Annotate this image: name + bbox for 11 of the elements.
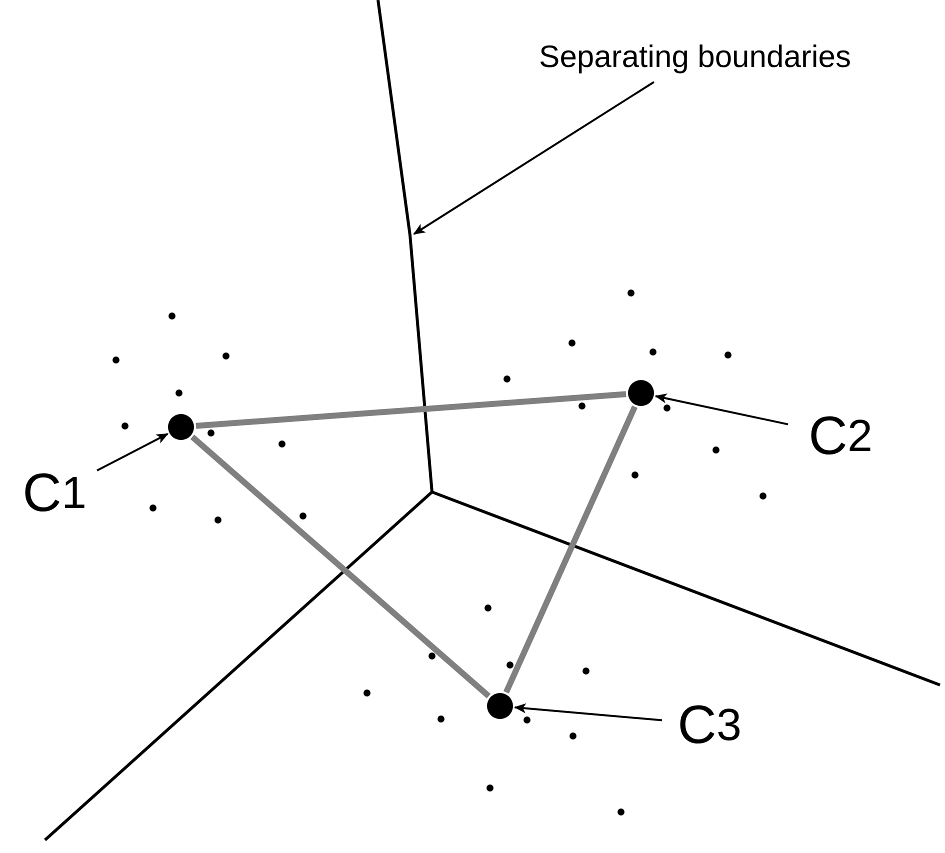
centroid-dot xyxy=(628,380,654,406)
leader-arrow xyxy=(514,703,662,722)
connector-line xyxy=(503,405,638,694)
leader-arrow xyxy=(654,394,788,426)
centroid-dot xyxy=(168,414,194,440)
connector-line xyxy=(196,391,626,429)
connector-line xyxy=(190,434,491,698)
annotation-text: Separating boundaries xyxy=(455,30,935,82)
leader-arrow xyxy=(96,433,169,472)
centroid-dot xyxy=(487,693,513,719)
leader-arrow xyxy=(413,81,654,235)
